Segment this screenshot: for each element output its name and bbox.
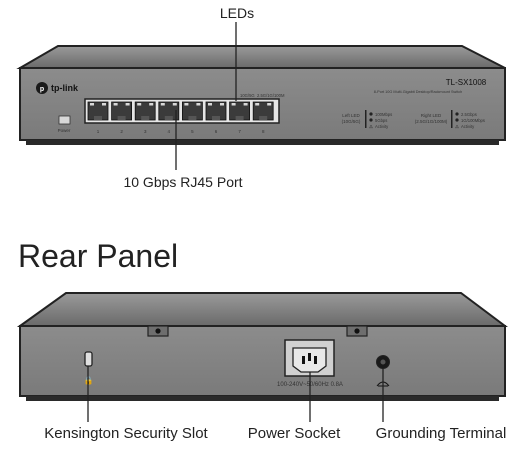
front-chassis-top <box>16 45 506 69</box>
rear-panel-title: Rear Panel <box>18 238 178 274</box>
left-led-item-1: 100Mbps <box>375 112 392 117</box>
port-number-6: 6 <box>215 129 218 134</box>
kensington-slot <box>84 351 93 367</box>
port-led-left <box>255 103 260 106</box>
port-led-right <box>125 103 130 106</box>
port-number-2: 2 <box>120 129 123 134</box>
right-led-legend: Right LED (2.5G/1G/100M) ⁂ 2.5Gbps 1G/10… <box>415 110 485 130</box>
port-led-right <box>149 103 154 106</box>
right-led-item-3: Activity <box>461 124 475 129</box>
rear-chassis-face <box>19 325 506 397</box>
right-led-title: Right LED <box>421 113 442 118</box>
port-led-right <box>196 103 201 106</box>
rear-panel: 🔒 100-240V~50/60Hz 0.8A Kensington Secur… <box>16 292 508 442</box>
rear-chassis-top <box>16 292 508 327</box>
port-led-left <box>184 103 189 106</box>
left-led-item-2: 5Gbps <box>375 118 387 123</box>
port-led-left <box>113 103 118 106</box>
port-led-right <box>267 103 272 106</box>
port-led-right <box>220 103 224 106</box>
right-led-item-2: 1G/100Mbps <box>461 118 485 123</box>
port-number-4: 4 <box>168 129 171 134</box>
svg-text:⁂: ⁂ <box>369 125 373 130</box>
kensington-callout-label: Kensington Security Slot <box>44 425 208 442</box>
rj45-port-7 <box>229 101 251 121</box>
port-number-1: 1 <box>97 129 100 134</box>
front-chassis-base <box>26 140 499 145</box>
left-led-legend: Left LED (10G/5G) ⁂ 100Mbps 5Gbps Activi… <box>342 110 392 130</box>
tp-link-logo: p tp-link <box>36 82 79 94</box>
rj45-port-1 <box>87 101 109 121</box>
rj45-port-4 <box>158 101 180 121</box>
rear-chassis-base <box>26 396 499 401</box>
port-led-left <box>208 103 212 106</box>
port-numbers: 1 2 3 4 5 6 7 8 <box>97 129 265 134</box>
port-number-3: 3 <box>144 129 147 134</box>
port-led-right <box>243 103 248 106</box>
power-led <box>58 115 71 125</box>
front-panel: p tp-link Power 1 2 3 4 5 6 7 8 10G/5G 2.5G/1G/… <box>16 5 506 190</box>
right-led-item-1: 2.5Gbps <box>461 112 477 117</box>
leds-callout-label: LEDs <box>220 5 254 21</box>
rj45-port-5 <box>181 101 203 121</box>
port-callout-label: 10 Gbps RJ45 Port <box>123 174 242 190</box>
rj45-ports <box>87 101 274 121</box>
port-number-8: 8 <box>262 129 265 134</box>
port-led-left <box>137 103 142 106</box>
rj45-port-3 <box>134 101 156 121</box>
port-led-left <box>90 103 94 106</box>
ground-callout-label: Grounding Terminal <box>376 425 507 442</box>
port-led-right <box>102 103 106 106</box>
rj45-port-6 <box>205 101 227 121</box>
svg-text:p: p <box>40 86 44 93</box>
brand-text: tp-link <box>51 83 79 93</box>
left-led-subtitle: (10G/5G) <box>342 119 361 124</box>
model-name: TL-SX1008 <box>446 78 487 87</box>
port-number-5: 5 <box>191 129 194 134</box>
rj45-port-2 <box>111 101 132 121</box>
power-label: Power <box>58 128 71 133</box>
left-led-item-3: Activity <box>375 124 389 129</box>
port-number-7: 7 <box>238 129 241 134</box>
svg-text:⁂: ⁂ <box>455 125 459 130</box>
port-led-right <box>172 103 177 106</box>
right-led-subtitle: (2.5G/1G/100M) <box>415 119 448 124</box>
power-callout-label: Power Socket <box>248 425 341 442</box>
model-description: 8-Port 10G Multi-Gigabit Desktop/Rackmou… <box>374 90 462 94</box>
port-led-left <box>231 103 236 106</box>
left-led-title: Left LED <box>342 113 360 118</box>
rj45-port-8 <box>252 101 274 121</box>
speed-label: 10G/5G 2.5G/1G/100M <box>240 93 285 98</box>
port-led-left <box>160 103 165 106</box>
